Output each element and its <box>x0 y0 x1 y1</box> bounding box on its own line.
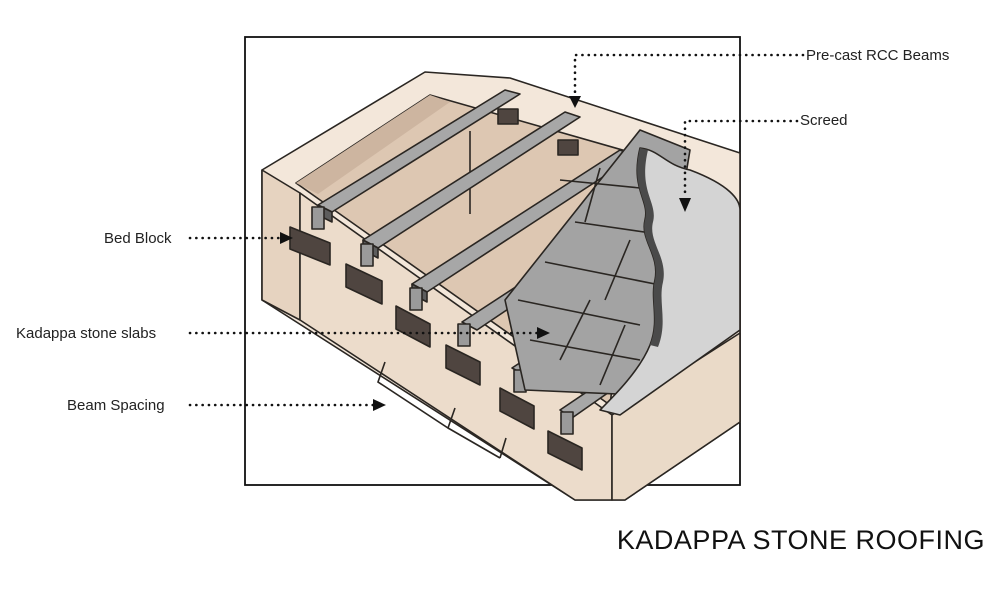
bed-block-1 <box>289 226 331 266</box>
arrow-right-icon <box>537 327 550 339</box>
beam-spacing-bracket <box>377 361 456 430</box>
wall-right-face <box>611 332 741 501</box>
label-stone-slabs: Kadappa stone slabs <box>16 325 156 342</box>
callout-bed-block: Bed Block <box>104 230 293 247</box>
bed-block-rear-1 <box>497 108 519 125</box>
callout-beam-spacing: Beam Spacing <box>67 397 386 414</box>
bed-block-5 <box>499 387 535 430</box>
arrow-down-icon <box>569 96 581 108</box>
beam-end-2 <box>360 243 374 267</box>
callout-screed: Screed <box>679 112 848 212</box>
roof-illustration <box>261 71 741 501</box>
label-screed: Screed <box>800 112 848 129</box>
diagram-title: KADAPPA STONE ROOFING <box>617 525 985 555</box>
bed-block-4 <box>445 344 481 386</box>
arrow-down-icon <box>679 198 691 212</box>
bed-block-2 <box>345 263 383 305</box>
bed-block-3 <box>395 305 431 348</box>
screed-edge-shadow <box>637 148 664 347</box>
beam-spacing-bracket-2 <box>447 427 501 459</box>
beam-end-1 <box>311 206 325 230</box>
bed-block-6 <box>547 430 583 471</box>
beam-end-3 <box>409 287 423 311</box>
arrow-right-icon <box>280 232 293 244</box>
beam-end-4 <box>457 323 471 347</box>
callout-precast-beams: Pre-cast RCC Beams <box>569 47 949 108</box>
bed-block-rear-2 <box>557 139 579 156</box>
beam-end-6 <box>560 411 574 435</box>
label-bed-block: Bed Block <box>104 230 172 247</box>
beam-spacing-tick <box>499 437 507 459</box>
callout-stone-slabs: Kadappa stone slabs <box>16 325 550 342</box>
wall-interior-shade <box>296 95 450 194</box>
label-precast-beams: Pre-cast RCC Beams <box>806 47 949 64</box>
arrow-right-icon <box>373 399 386 411</box>
label-beam-spacing: Beam Spacing <box>67 397 165 414</box>
stone-slab-joints <box>517 167 666 386</box>
